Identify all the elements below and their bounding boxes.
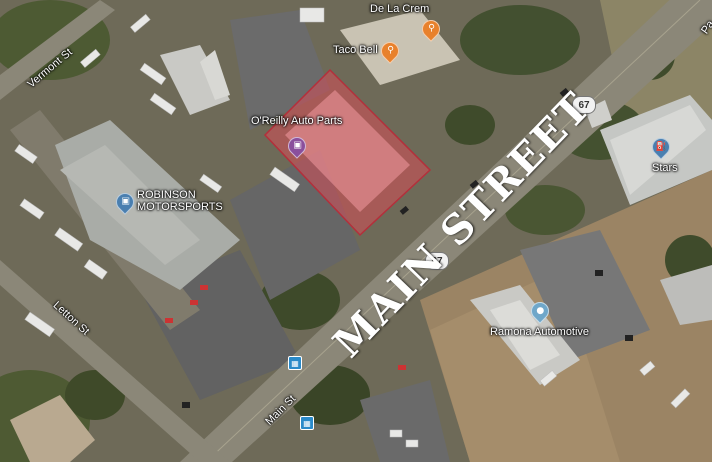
poi-label-line1: ROBINSON — [137, 189, 196, 201]
map-pin-icon: ● — [526, 298, 553, 324]
poi-label: Ramona Automotive — [490, 326, 590, 338]
poi-taco-bell[interactable]: Taco Bell ⚲ — [333, 38, 403, 64]
route-shield-67[interactable]: 67 — [572, 96, 596, 114]
gas-station-icon: ⛽ — [648, 134, 674, 160]
poi-de-la-crem[interactable]: De La Crem — [370, 3, 430, 16]
fork-knife-icon: ⚲ — [376, 38, 403, 64]
bus-stop-icon[interactable]: ▦ — [300, 416, 314, 430]
poi-label: O'Reilly Auto Parts — [251, 115, 343, 127]
shopping-bag-icon: ▣ — [283, 132, 310, 159]
poi-oreilly[interactable]: O'Reilly Auto Parts ▣ — [251, 115, 343, 159]
poi-label: Stars — [652, 162, 678, 174]
shopping-bag-icon: ▣ — [112, 188, 138, 215]
route-shield-67-lower[interactable]: 67 — [425, 252, 449, 270]
bus-stop-icon[interactable]: ▦ — [288, 356, 302, 370]
poi-stars[interactable]: ⛽ Stars — [648, 134, 678, 175]
poi-label-line2: MOTORSPORTS — [137, 200, 223, 213]
poi-ramona-automotive[interactable]: ● Ramona Automotive — [490, 298, 590, 339]
poi-robinson-motorsports[interactable]: ▣ ROBINSON MOTORSPORTS — [112, 188, 223, 215]
poi-label: De La Crem — [370, 3, 430, 15]
poi-label: Taco Bell — [333, 44, 378, 57]
